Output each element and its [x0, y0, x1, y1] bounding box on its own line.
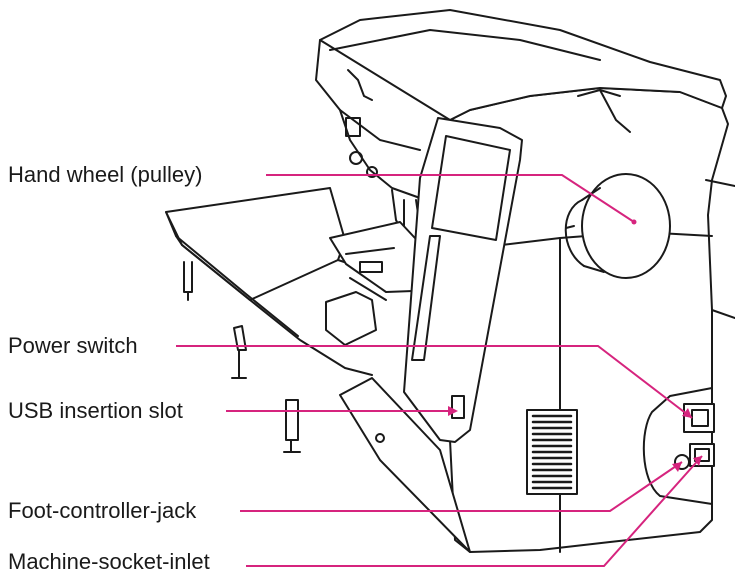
leader-arrow-usb-slot: [448, 406, 458, 416]
leader-arrowheads: [448, 219, 702, 472]
leader-socket-inlet: [246, 455, 703, 567]
hand-wheel-illustration: [564, 173, 671, 279]
leader-lines: [176, 174, 703, 567]
lcd-panel: [403, 117, 523, 443]
label-socket-inlet: Machine-socket-inlet: [8, 549, 210, 573]
label-power-switch: Power switch: [8, 333, 138, 358]
leader-hand-wheel: [266, 174, 635, 223]
leader-arrow-power-switch: [682, 408, 692, 418]
label-hand-wheel: Hand wheel (pulley): [8, 162, 203, 187]
extension-table: [165, 187, 421, 376]
leader-dot-hand-wheel: [631, 219, 637, 225]
vent-grille: [526, 409, 578, 495]
machine-base: [339, 377, 471, 553]
leader-arrow-socket-inlet: [693, 456, 702, 466]
label-usb-slot: USB insertion slot: [8, 398, 183, 423]
label-foot-jack: Foot-controller-jack: [8, 498, 197, 523]
leader-power-switch: [176, 345, 693, 419]
leader-arrow-foot-jack: [672, 462, 682, 472]
control-panel: [642, 387, 715, 505]
leader-foot-jack: [240, 461, 683, 512]
